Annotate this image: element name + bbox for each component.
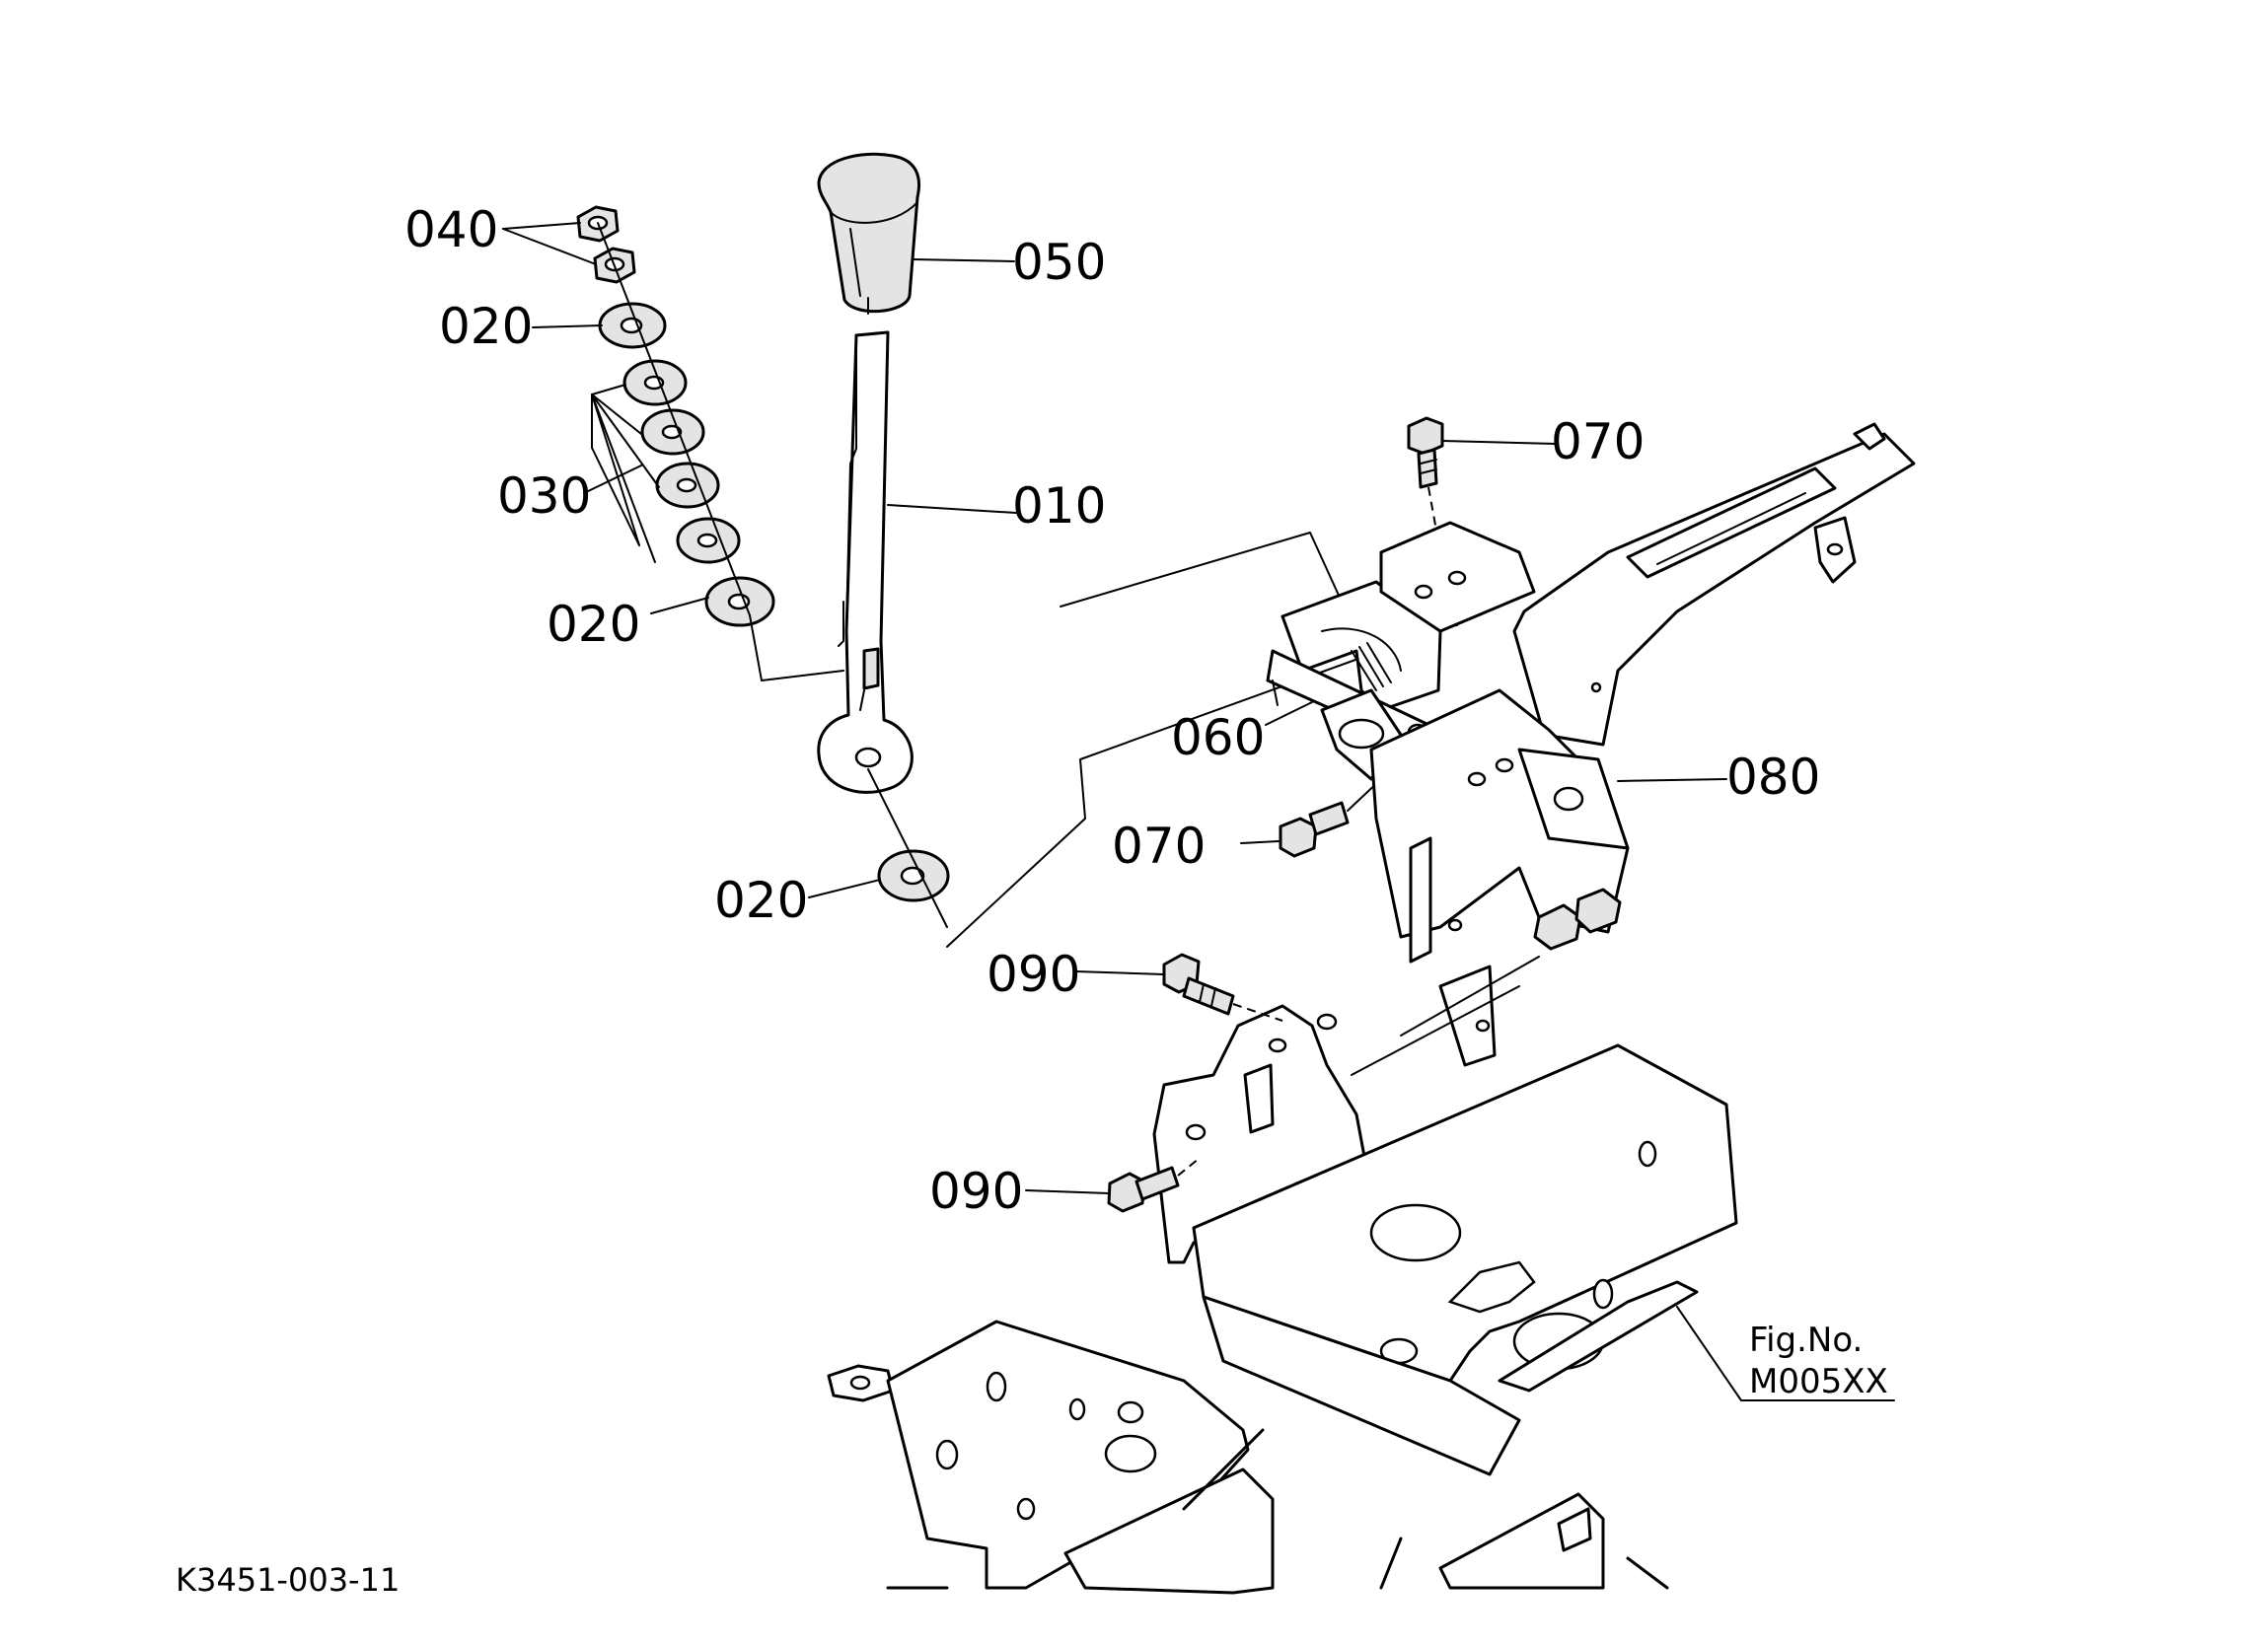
bolts-090 (1107, 953, 1283, 1213)
support-bracket-080 (1351, 422, 1916, 1076)
mounting-plate (1152, 1004, 1738, 1476)
tractor-frame (827, 1320, 1669, 1595)
figure-ref-line2: M005XX (1749, 1362, 1888, 1401)
label-030: 030 (497, 467, 591, 525)
label-060: 060 (1171, 709, 1265, 766)
label-020-mid: 020 (547, 596, 640, 653)
leader-lines (502, 222, 1895, 1401)
drawing-code: K3451-003-11 (176, 1561, 400, 1599)
label-090-bottom: 090 (929, 1163, 1023, 1220)
shift-knob-050 (817, 152, 920, 315)
label-040: 040 (404, 201, 498, 258)
label-020-bottom: 020 (714, 872, 808, 929)
washers-nuts-stack (576, 205, 950, 928)
label-090-top: 090 (987, 946, 1080, 1003)
figure-ref-line1: Fig.No. (1749, 1321, 1863, 1360)
label-080: 080 (1726, 749, 1820, 806)
label-070-top: 070 (1551, 413, 1645, 470)
shift-lever-010 (817, 330, 914, 794)
label-020-top: 020 (439, 298, 533, 355)
assembly-outline (946, 532, 1367, 948)
label-070-bottom: 070 (1112, 818, 1206, 875)
label-010: 010 (1012, 477, 1106, 535)
label-050: 050 (1012, 234, 1106, 291)
